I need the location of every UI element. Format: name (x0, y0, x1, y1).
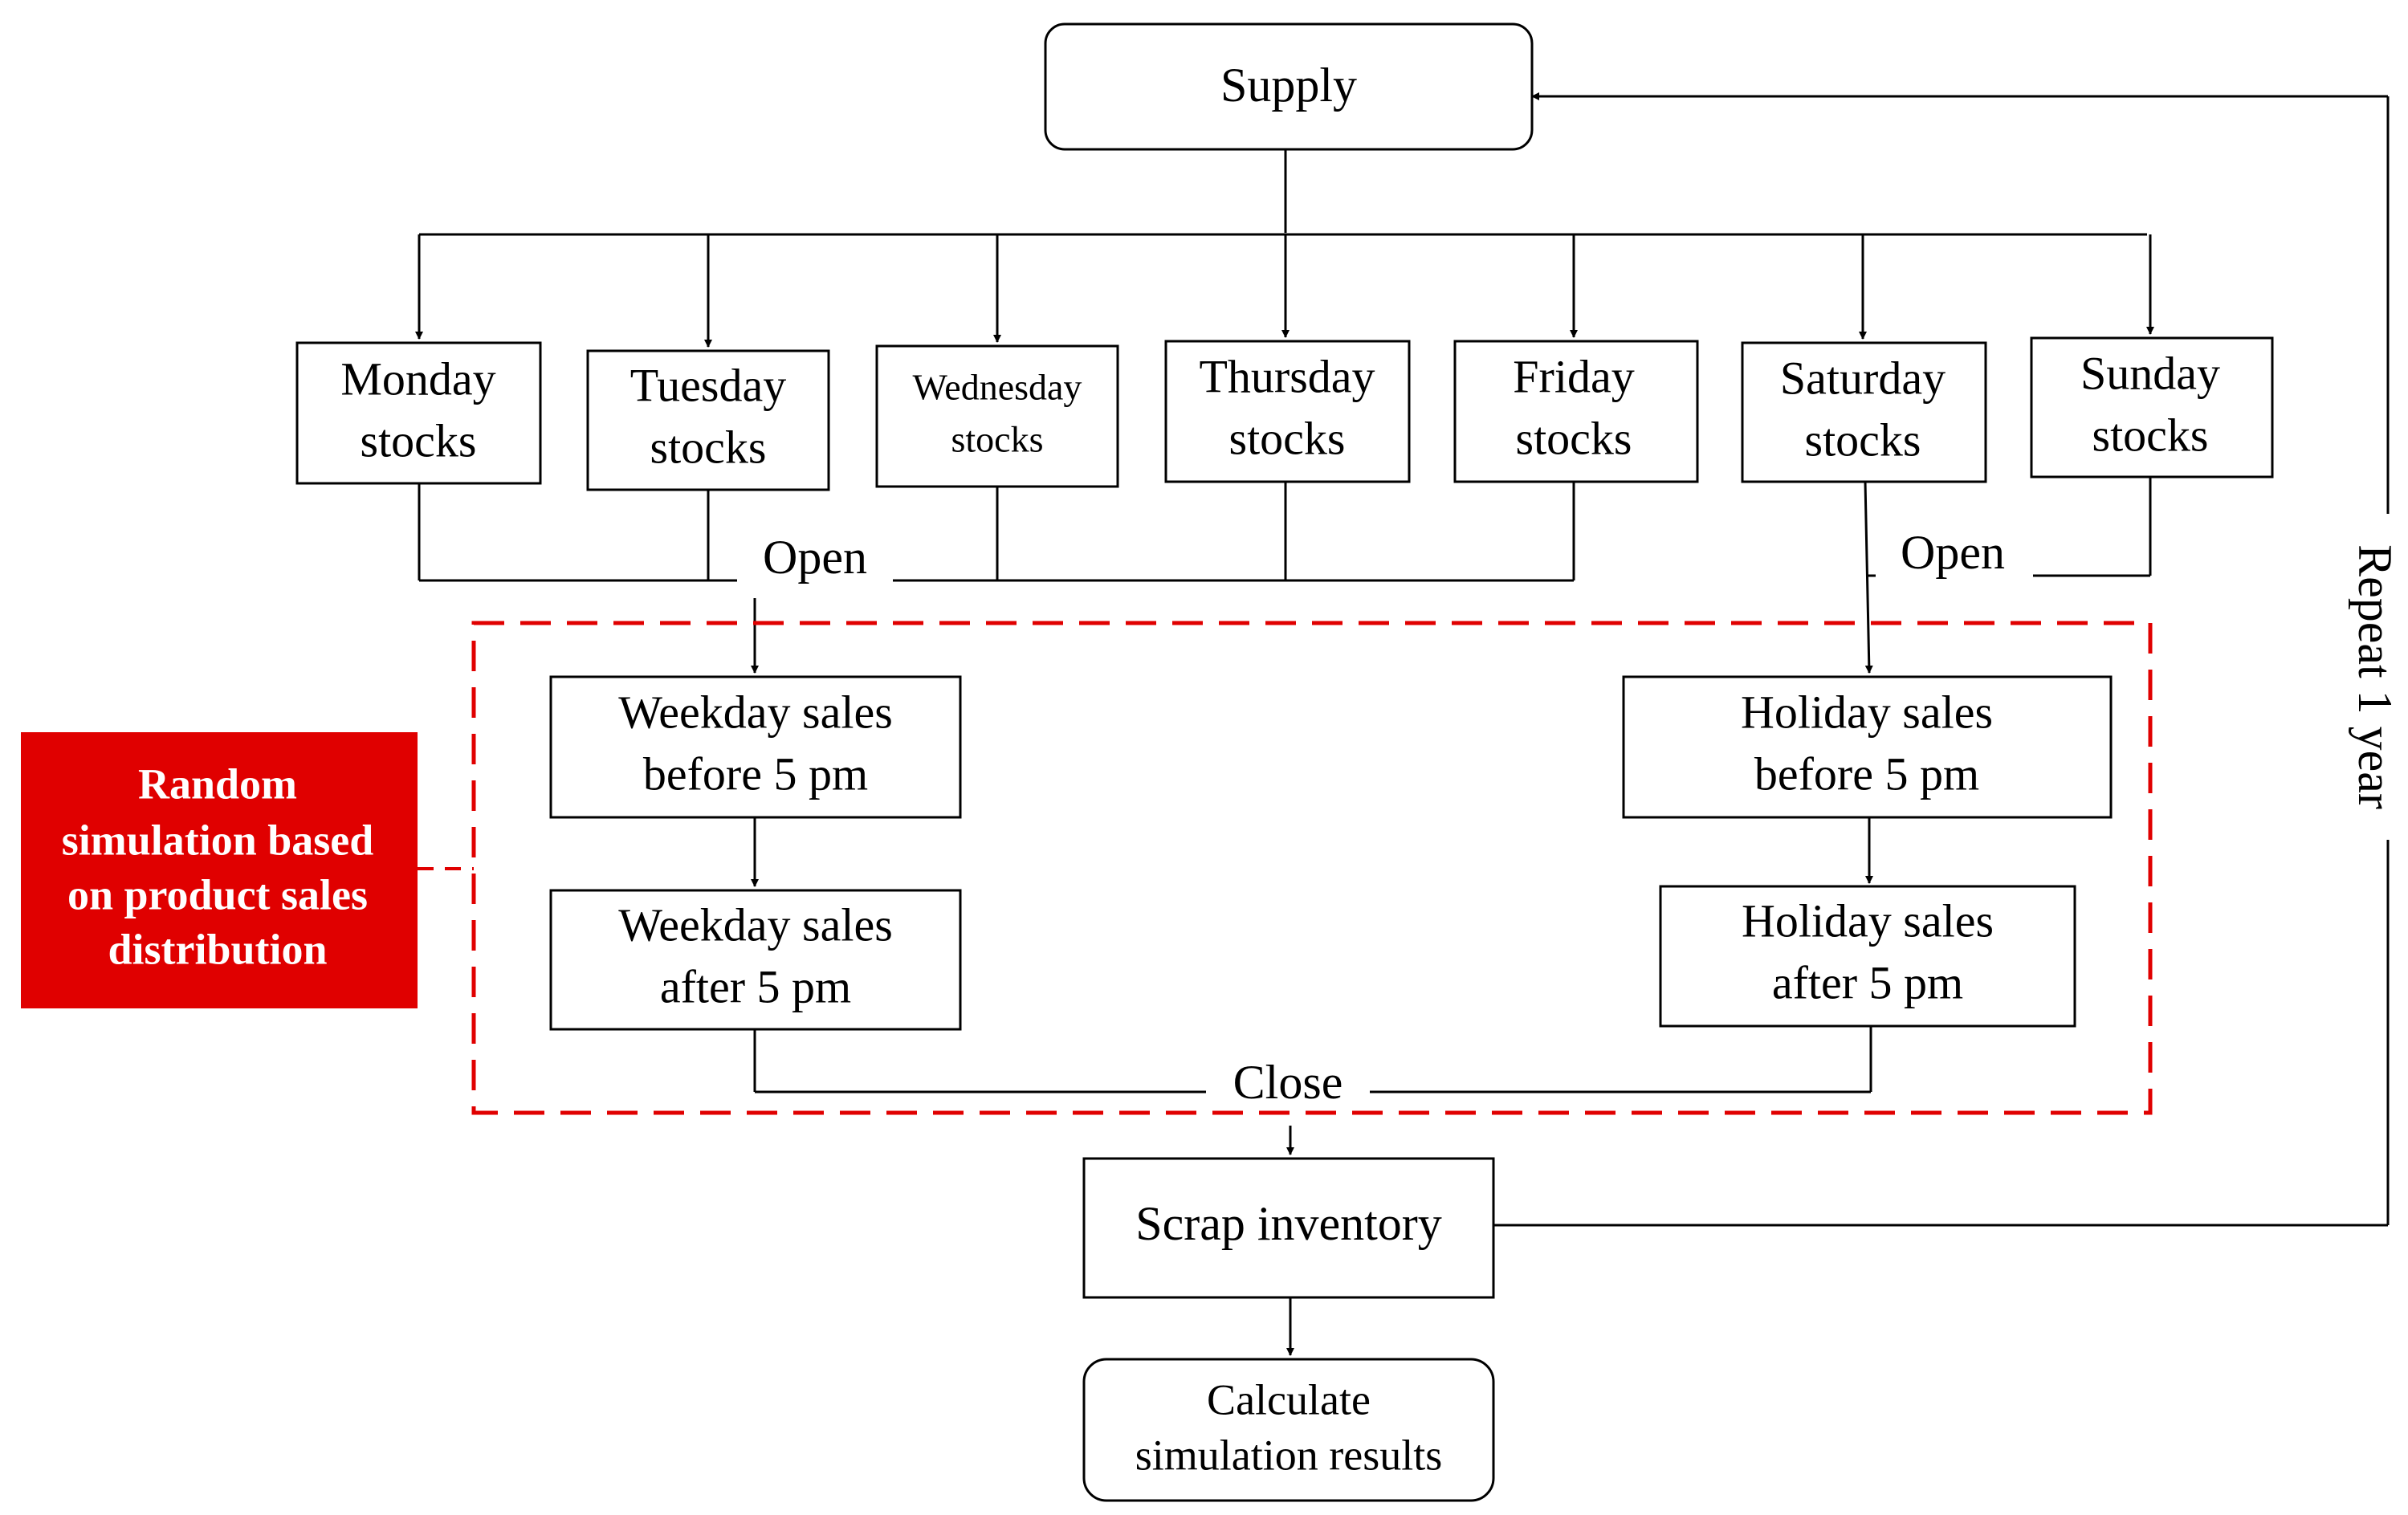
saturday-label-line2: stocks (1805, 413, 1921, 466)
scrap-inventory-label: Scrap inventory (1135, 1197, 1442, 1250)
sunday-label-line1: Sunday (2080, 347, 2220, 399)
weekday-after-line2: after 5 pm (660, 960, 851, 1012)
calculate-results-node: Calculate simulation results (1082, 1358, 1495, 1502)
sunday-label-line2: stocks (2092, 409, 2209, 461)
holiday-before-line2: before 5 pm (1754, 747, 1979, 800)
friday-label-line2: stocks (1516, 412, 1632, 464)
scrap-inventory-node: Scrap inventory (1082, 1157, 1495, 1299)
tuesday-label-line2: stocks (650, 421, 767, 473)
simulation-region (471, 621, 2153, 1115)
note-line2: simulation based (62, 816, 374, 864)
holiday-before-line1: Holiday sales (1741, 686, 1993, 738)
holiday-after-node: Holiday sales after 5 pm (1659, 885, 2076, 1028)
wednesday-label-line2: stocks (951, 419, 1044, 460)
wednesday-label-line1: Wednesday (913, 367, 1082, 408)
weekend-open-label: Open (1901, 526, 2005, 579)
saturday-to-holiday-arrow (1864, 481, 1873, 674)
holiday-after-line1: Holiday sales (1742, 894, 1994, 947)
saturday-label-line1: Saturday (1780, 352, 1946, 404)
wednesday-node: Wednesday stocks (875, 344, 1119, 488)
connectors (415, 92, 2390, 1356)
weekday-open-label: Open (763, 531, 867, 584)
calculate-label-line1: Calculate (1207, 1375, 1371, 1423)
note-line3: on product sales (67, 870, 368, 918)
weekday-after-line1: Weekday sales (618, 898, 893, 951)
thursday-label-line2: stocks (1229, 412, 1346, 464)
saturday-node: Saturday stocks (1741, 341, 1987, 483)
supply-label: Supply (1220, 59, 1357, 112)
tuesday-node: Tuesday stocks (586, 349, 830, 491)
tuesday-label-line1: Tuesday (630, 359, 786, 411)
holiday-before-node: Holiday sales before 5 pm (1622, 675, 2113, 819)
thursday-node: Thursday stocks (1164, 340, 1411, 483)
weekday-after-node: Weekday sales after 5 pm (549, 889, 962, 1031)
friday-label-line1: Friday (1513, 350, 1634, 402)
sunday-node: Sunday stocks (2030, 336, 2274, 479)
thursday-label-line1: Thursday (1199, 350, 1375, 402)
monday-node: Monday stocks (295, 341, 542, 485)
supply-node: Supply (1044, 22, 1534, 151)
repeat-loop-label: Repeat 1 year (2349, 544, 2402, 809)
close-label: Close (1233, 1056, 1343, 1109)
note-line4: distribution (108, 925, 327, 973)
random-simulation-note: Random simulation based on product sales… (21, 732, 418, 1008)
note-line1: Random (138, 760, 297, 808)
holiday-after-line2: after 5 pm (1772, 956, 1963, 1008)
monday-label-line1: Monday (340, 352, 495, 405)
calculate-label-line2: simulation results (1135, 1431, 1442, 1479)
weekday-before-node: Weekday sales before 5 pm (549, 675, 962, 819)
weekday-before-line2: before 5 pm (643, 747, 868, 800)
friday-node: Friday stocks (1453, 340, 1699, 483)
weekday-before-line1: Weekday sales (618, 686, 893, 738)
monday-label-line2: stocks (361, 414, 477, 466)
